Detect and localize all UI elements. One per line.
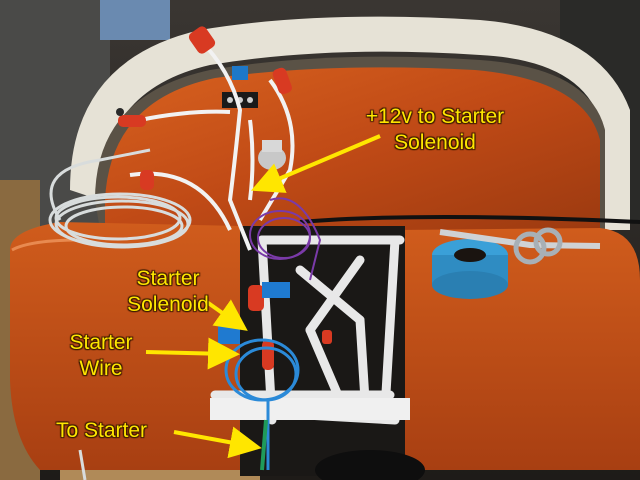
purple-wire [249,197,322,281]
relay-top [262,140,282,152]
label-line: Wire [79,357,123,380]
label-starter-solenoid: Starter Solenoid [120,266,216,318]
black-cable [299,215,640,224]
blue-tape-bottom [432,271,508,299]
scissors [439,227,601,265]
silver-wire-coil [48,148,192,480]
label-to-starter: To Starter [56,418,176,444]
green-wire [260,419,268,471]
starter-solenoid-body [218,322,240,344]
label-line: Starter [136,267,200,290]
blue-object [100,0,170,40]
bolt [116,108,124,116]
blue-tape-hole [454,248,486,262]
wheel [315,450,425,480]
left-lower-cowl [10,222,250,470]
terminal-screw [227,97,233,103]
label-plus12v-to-starter-solenoid: +12v to Starter Solenoid [360,104,510,156]
label-line: Solenoid [394,131,476,154]
label-line: Starter [69,331,133,354]
terminal-screw [247,97,253,103]
solenoid-clip [262,282,290,298]
blue-clip [232,66,248,80]
label-line: +12v to Starter [365,105,505,128]
label-starter-wire: Starter Wire [56,330,146,382]
label-line: To Starter [56,419,148,442]
lower-tube-plate [210,398,410,420]
label-line: Solenoid [127,293,209,316]
starter-wire-coil [224,338,300,470]
red-connectors [118,26,332,370]
